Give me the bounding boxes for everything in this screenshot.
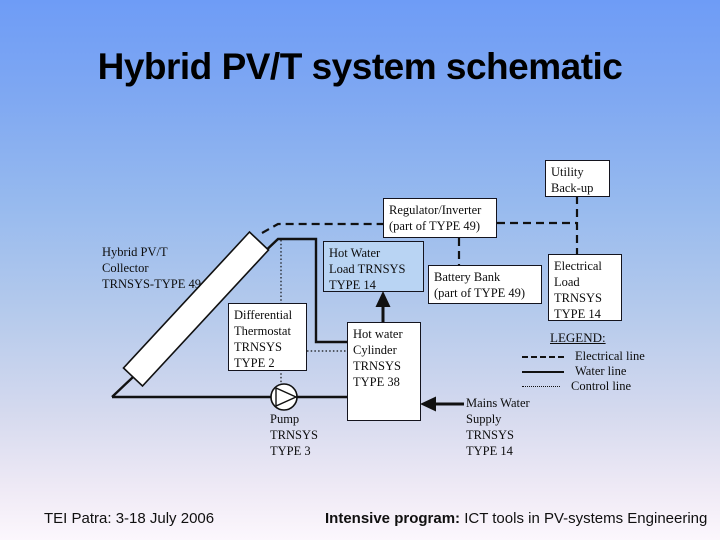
utility-backup-box: Utility Back-up bbox=[545, 160, 610, 197]
footer-program: Intensive program: ICT tools in PV-syste… bbox=[325, 510, 707, 527]
legend-item-label: Control line bbox=[571, 379, 632, 393]
legend: LEGEND: Electrical line Water line Contr… bbox=[518, 330, 678, 394]
pump-label: Pump TRNSYS TYPE 3 bbox=[270, 412, 318, 458]
dashed-line-swatch-icon bbox=[522, 355, 564, 358]
differential-thermostat-box: Differential Thermostat TRNSYS TYPE 2 bbox=[228, 303, 307, 371]
legend-item-electrical: Electrical line bbox=[518, 349, 678, 364]
battery-bank-box: Battery Bank (part of TYPE 49) bbox=[428, 265, 542, 304]
hot-water-cylinder-box: Hot water Cylinder TRNSYS TYPE 38 bbox=[347, 322, 421, 421]
dotted-line-swatch-icon bbox=[522, 386, 560, 387]
electrical-line-collector-to-regulator bbox=[261, 222, 384, 234]
regulator-inverter-box: Regulator/Inverter (part of TYPE 49) bbox=[383, 198, 497, 238]
pump-triangle-icon bbox=[275, 386, 298, 408]
slide-title: Hybrid PV/T system schematic bbox=[97, 46, 623, 87]
legend-item-label: Electrical line bbox=[575, 349, 645, 363]
hot-water-load-box: Hot Water Load TRNSYS TYPE 14 bbox=[323, 241, 424, 292]
hot-water-flow-arrow-icon bbox=[375, 291, 391, 307]
footer-date: TEI Patra: 3-18 July 2006 bbox=[44, 510, 215, 527]
legend-item-label: Water line bbox=[575, 364, 627, 378]
electrical-load-box: Electrical Load TRNSYS TYPE 14 bbox=[548, 254, 622, 321]
footer-program-text: ICT tools in PV-systems Engineering bbox=[460, 510, 708, 527]
mains-water-supply-label: Mains Water Supply TRNSYS TYPE 14 bbox=[466, 396, 530, 458]
footer-program-label: Intensive program: bbox=[325, 510, 461, 527]
collector-label: Hybrid PV/T Collector TRNSYS-TYPE 49 bbox=[102, 245, 201, 291]
legend-item-water: Water line bbox=[518, 364, 678, 379]
solid-line-swatch-icon bbox=[522, 370, 564, 373]
legend-item-control: Control line bbox=[518, 379, 678, 394]
legend-title: LEGEND: bbox=[550, 330, 606, 345]
pump-icon bbox=[270, 383, 298, 411]
mains-water-arrow-icon bbox=[420, 396, 436, 412]
